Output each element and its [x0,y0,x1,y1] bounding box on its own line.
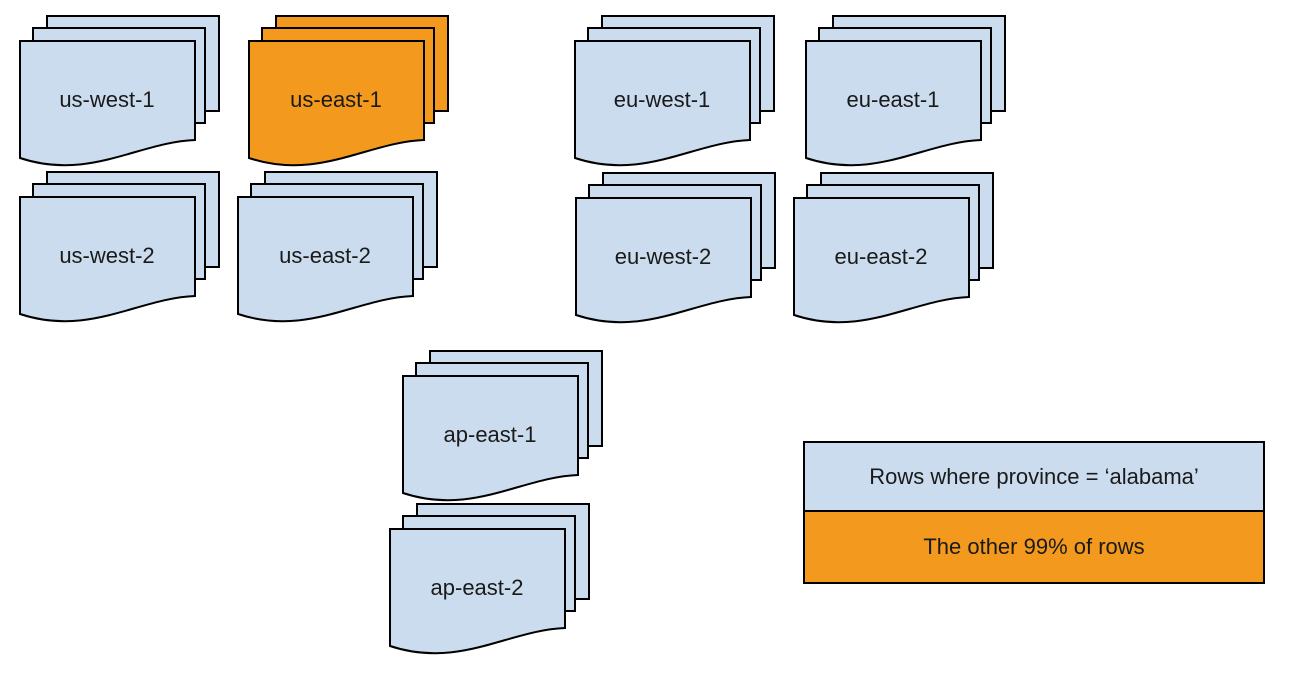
region-stack-ap-east-1: ap-east-1 [402,350,604,510]
document-front-page-icon [237,196,414,323]
region-label: us-east-2 [279,243,371,268]
region-label: us-west-2 [59,243,155,268]
region-stack-eu-west-2: eu-west-2 [575,172,777,332]
document-front-page-icon [19,196,196,323]
region-label: ap-east-2 [430,575,524,600]
region-stack-eu-east-1: eu-east-1 [805,15,1007,175]
document-front-page-icon [402,375,579,502]
region-stack-ap-east-2: ap-east-2 [389,503,591,663]
document-front-page-icon [19,40,196,167]
document-front-page-icon [793,197,970,324]
region-label: ap-east-1 [443,422,537,447]
document-front-page-icon [248,40,425,167]
region-label: eu-east-2 [834,244,928,269]
document-front-page-icon [389,528,566,655]
region-label: eu-west-2 [614,244,712,269]
region-stack-us-east-1: us-east-1 [248,15,450,175]
legend-label-alabama: Rows where province = ‘alabama’ [869,463,1199,489]
document-front-page-icon [575,197,752,324]
region-label: eu-west-1 [613,87,711,112]
document-front-page-icon [574,40,751,167]
legend: Rows where province = ‘alabama’ The othe… [803,441,1265,584]
region-stack-us-east-2: us-east-2 [237,171,439,331]
region-stack-us-west-1: us-west-1 [19,15,221,175]
region-stack-eu-west-1: eu-west-1 [574,15,776,175]
legend-row-alabama: Rows where province = ‘alabama’ [805,443,1263,512]
legend-label-other-rows: The other 99% of rows [923,534,1145,559]
region-stack-us-west-2: us-west-2 [19,171,221,331]
document-front-page-icon [805,40,982,167]
legend-row-other-rows: The other 99% of rows [805,512,1263,582]
region-label: eu-east-1 [846,87,940,112]
region-label: us-east-1 [290,87,382,112]
region-stack-eu-east-2: eu-east-2 [793,172,995,332]
region-label: us-west-1 [59,87,155,112]
